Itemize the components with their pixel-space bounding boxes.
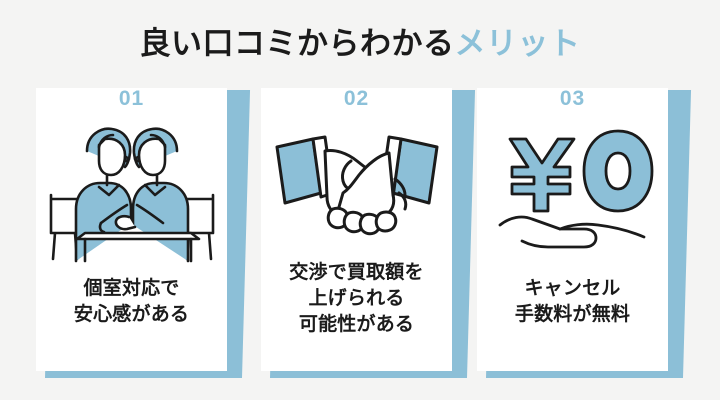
benefit-card-list: 01: [0, 78, 720, 388]
card-caption-line: 交渉で買取額を: [289, 262, 424, 283]
handshake-icon: [261, 124, 452, 249]
page-title: 良い口コミからわかるメリット: [0, 18, 720, 63]
two-people-at-table-icon: [36, 112, 227, 264]
card-caption-line: 可能性がある: [298, 314, 415, 336]
card-caption-line: キャンセル: [524, 278, 621, 299]
benefit-card-01: 01: [36, 78, 251, 378]
benefit-card-03: 03 キャンセル 手数料が無料: [477, 78, 692, 378]
card-caption: 交渉で買取額を 上げられる 可能性がある: [261, 260, 452, 339]
card-number-label: 02: [343, 87, 370, 110]
yen-zero-on-hand-icon: [477, 118, 668, 253]
card-caption-line: 上げられる: [308, 288, 405, 310]
card-surface: 03 キャンセル 手数料が無料: [477, 87, 668, 371]
card-caption: キャンセル 手数料が無料: [477, 276, 668, 328]
page-title-accent: メリット: [454, 26, 581, 61]
benefit-card-02: 02: [261, 78, 476, 378]
card-caption: 個室対応で 安心感がある: [36, 276, 227, 328]
card-surface: 01: [36, 87, 227, 371]
card-caption-line: 安心感がある: [73, 304, 190, 326]
card-caption-line: 手数料が無料: [514, 304, 631, 326]
card-surface: 02: [261, 87, 452, 371]
card-caption-line: 個室対応で: [83, 278, 180, 299]
page-title-main: 良い口コミからわかる: [139, 26, 455, 61]
card-number-label: 03: [559, 87, 586, 110]
card-number-label: 01: [118, 87, 145, 110]
